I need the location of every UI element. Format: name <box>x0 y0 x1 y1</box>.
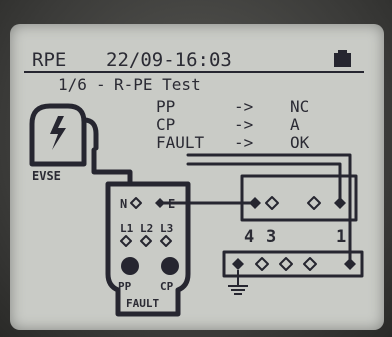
terminal-number-3: 3 <box>266 227 276 247</box>
pin-l1-diamond <box>120 235 132 247</box>
terminal-number-1: 1 <box>336 227 346 247</box>
lower-terminal-diamond <box>303 257 317 271</box>
pin-l2-diamond <box>140 235 152 247</box>
earth-terminal-diamond <box>232 258 244 270</box>
pin-n-diamond <box>130 197 142 209</box>
lcd-display: RPE 22/09-16:03 1/6 - R-PE Test PP -> NC… <box>24 49 364 317</box>
result-row-fault: FAULT -> OK <box>156 133 310 152</box>
result-signal: CP <box>156 115 175 134</box>
pin-pp-dot <box>121 257 139 275</box>
lower-terminal-box <box>222 250 364 278</box>
result-row-pp: PP -> NC <box>156 97 309 116</box>
terminal-3-diamond <box>265 196 279 210</box>
lower-terminal-diamond <box>255 257 269 271</box>
lower-terminal-diamond <box>279 257 293 271</box>
upper-bus-wire <box>186 153 352 266</box>
ground-icon <box>228 270 248 295</box>
fault-bus-wire <box>186 162 342 205</box>
pin-n-label: N <box>120 197 127 211</box>
pin-fault-label: FAULT <box>126 297 159 310</box>
pin-l2-label: L2 <box>140 222 153 235</box>
mode-label: RPE <box>32 49 66 71</box>
result-value: NC <box>290 97 309 116</box>
result-arrow: -> <box>234 133 253 152</box>
test-separator: - <box>96 75 106 94</box>
terminal-2-diamond <box>307 196 321 210</box>
pin-cp-dot <box>161 257 179 275</box>
result-signal: FAULT <box>156 133 205 152</box>
evse-station-icon <box>29 103 99 167</box>
lower-terminal-end-diamond <box>344 258 356 270</box>
terminal-4-diamond <box>249 197 261 209</box>
pin-cp-label: CP <box>160 280 174 293</box>
result-arrow: -> <box>234 115 253 134</box>
pin-pp-label: PP <box>118 280 132 293</box>
evse-label: EVSE <box>32 169 61 183</box>
terminal-number-4: 4 <box>244 227 254 247</box>
connector-plug-outline <box>105 181 191 317</box>
lcd-screen: RPE 22/09-16:03 1/6 - R-PE Test PP -> NC… <box>10 24 384 330</box>
battery-icon <box>334 50 351 67</box>
test-name: R-PE Test <box>114 75 201 94</box>
result-signal: PP <box>156 97 175 116</box>
test-step: 1/6 <box>58 75 87 94</box>
datetime-readout: 22/09-16:03 <box>106 49 232 71</box>
result-arrow: -> <box>234 97 253 116</box>
evse-cable <box>91 147 133 187</box>
pin-l3-diamond <box>160 235 172 247</box>
pin-l3-label: L3 <box>160 222 173 235</box>
upper-terminal-box <box>240 174 358 222</box>
pin-l1-label: L1 <box>120 222 134 235</box>
result-value: OK <box>290 133 310 152</box>
result-value: A <box>290 115 300 134</box>
terminal-1-diamond <box>334 197 346 209</box>
result-row-cp: CP -> A <box>156 115 300 134</box>
